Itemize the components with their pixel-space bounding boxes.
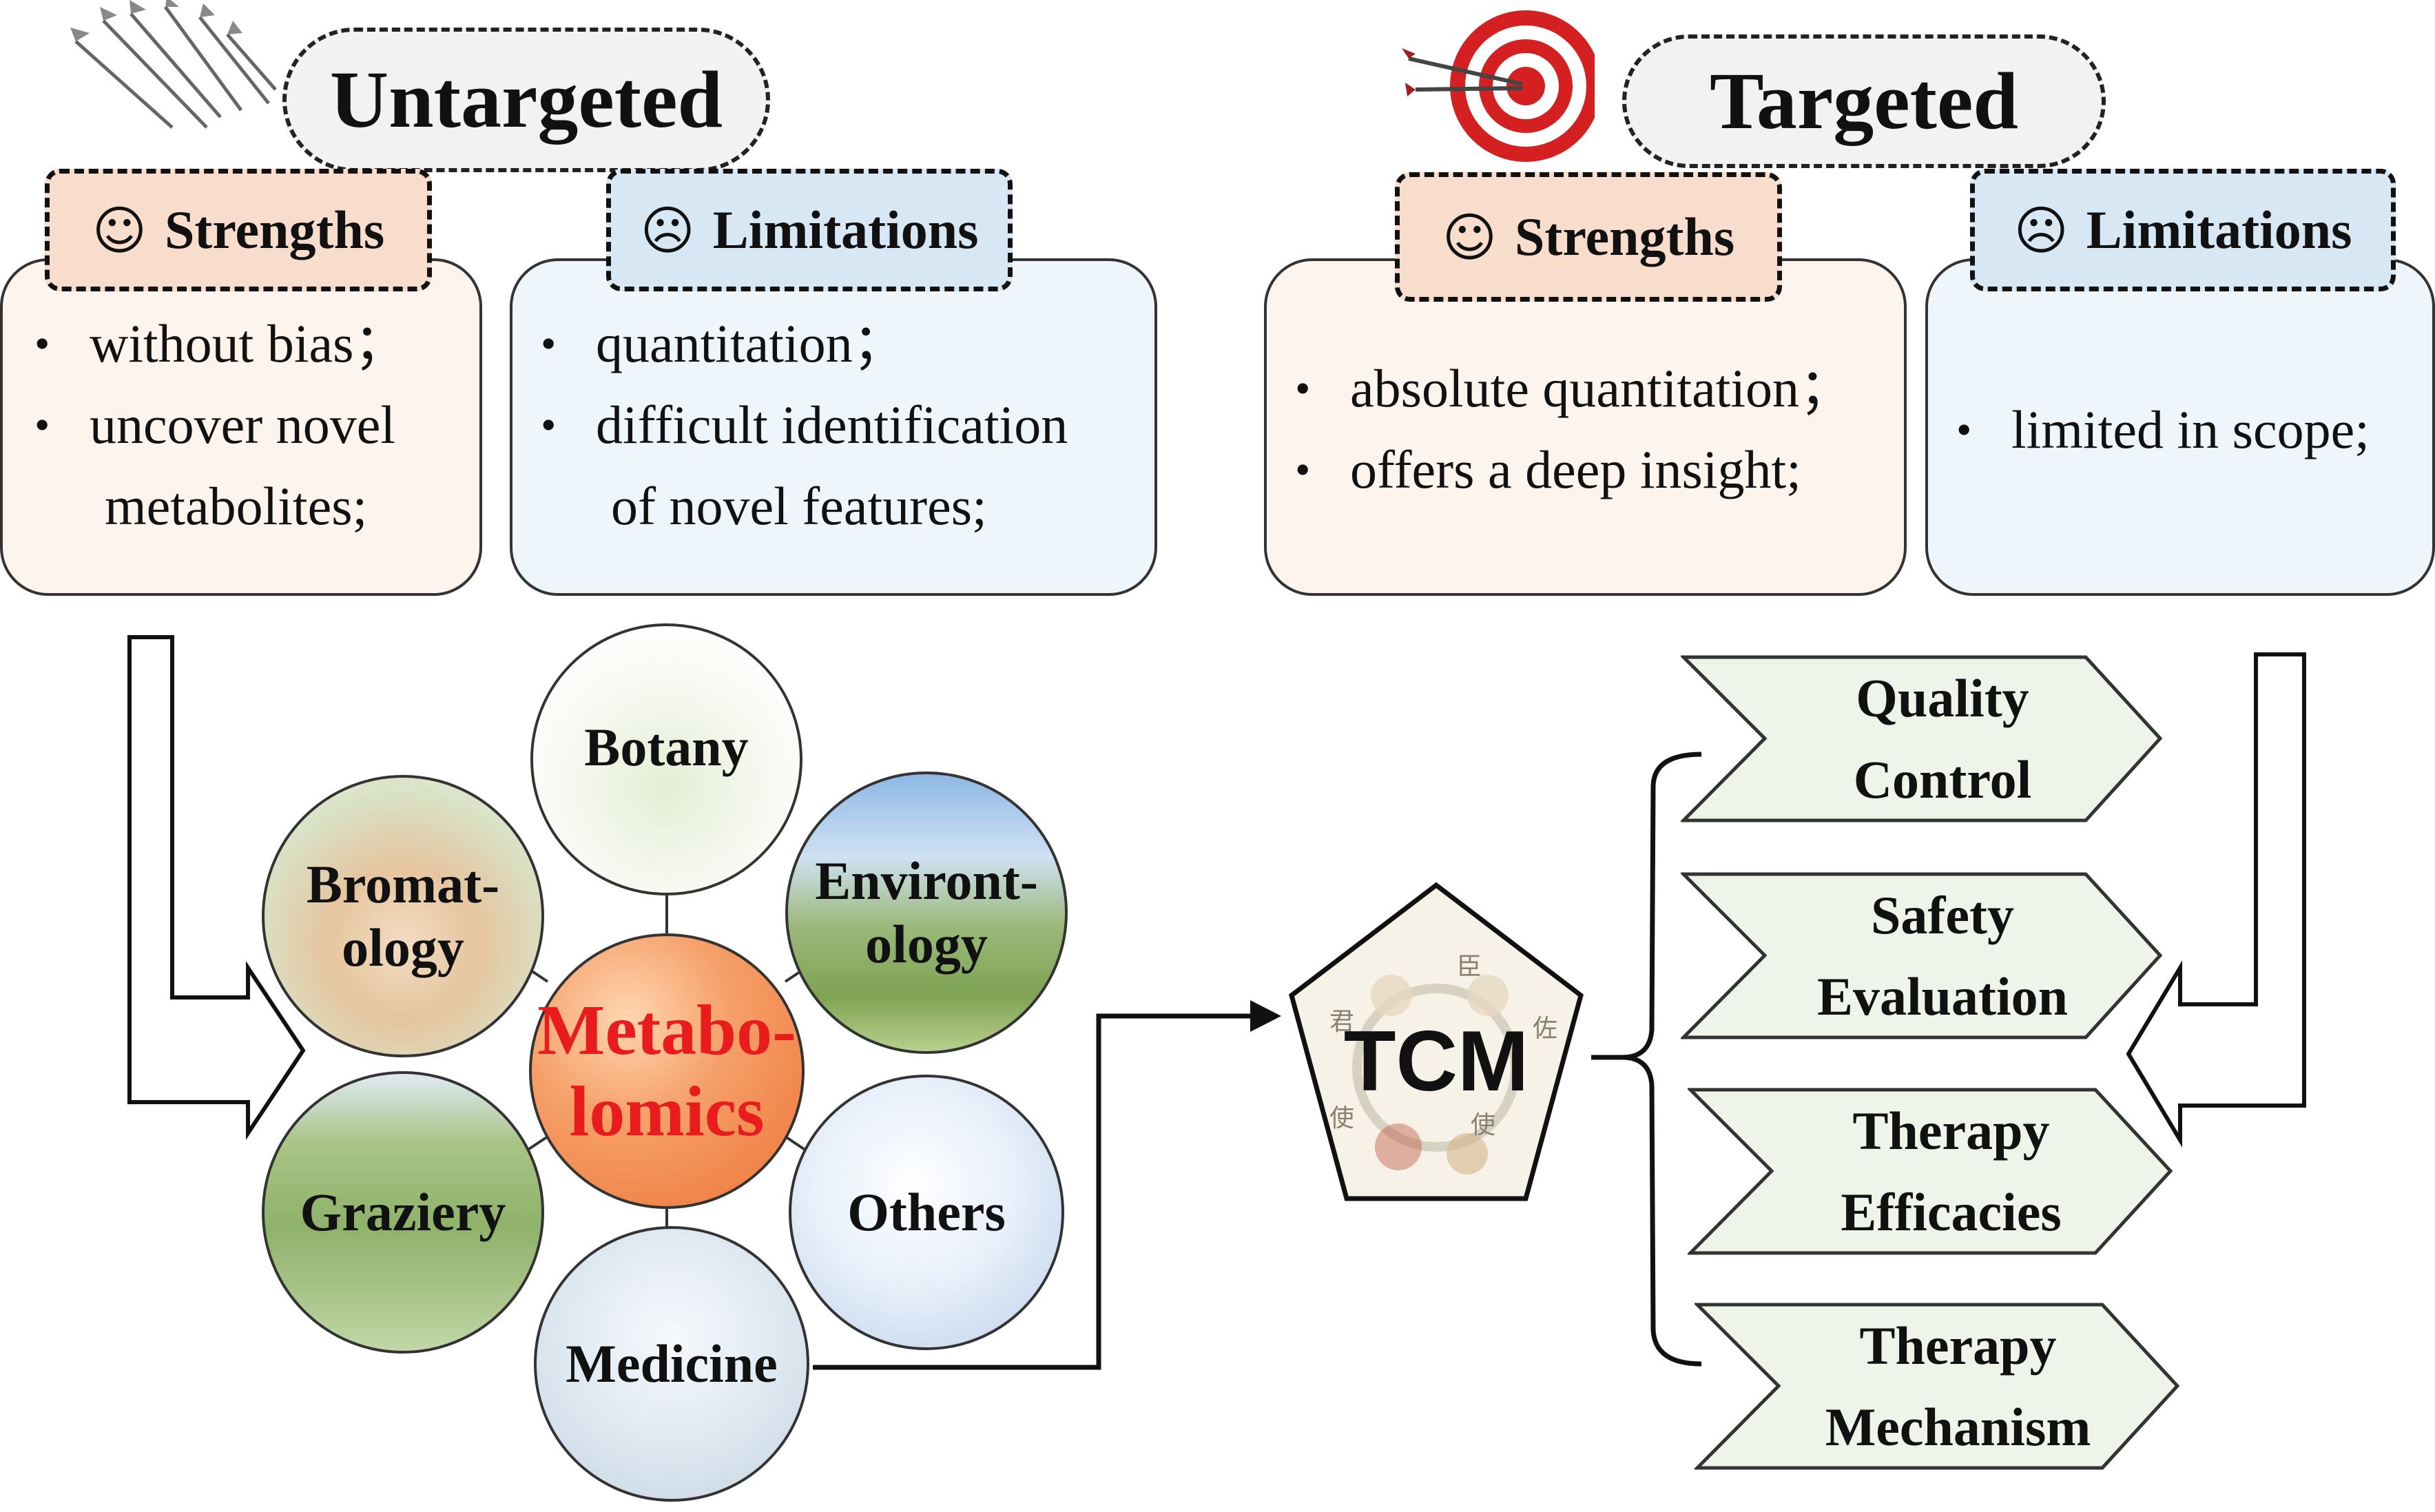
targeted-limitations-tag: ☹ Limitations [1970, 169, 2396, 291]
frown-icon: ☹ [640, 199, 695, 261]
targeted-limitations-list: limited in scope; [1949, 389, 2432, 470]
arrows-icon [70, 0, 277, 129]
field-others: Others [789, 1075, 1064, 1350]
tcm-label: TCM [1343, 1014, 1529, 1109]
untargeted-limitations-list: quantitation； difficult identificationof… [534, 303, 1154, 547]
tcm-pentagon: 君 臣 佐 使 使 [1289, 882, 1584, 1201]
tcm-glyph: 佐 [1533, 1015, 1557, 1043]
list-item: without bias； [28, 303, 475, 384]
tcm-glyph: 使 [1329, 1104, 1354, 1132]
frown-icon: ☹ [2013, 199, 2069, 261]
field-bromatology: Bromat-ology [262, 775, 544, 1057]
tcm-glyph: 臣 [1457, 953, 1482, 981]
field-medicine: Medicine [534, 1226, 809, 1502]
untargeted-strengths-tag: ☺ Strengths [45, 169, 432, 291]
targeted-title: Targeted [1622, 34, 2106, 168]
target-icon [1402, 10, 1595, 162]
list-item: quantitation； [534, 303, 1154, 384]
list-item: limited in scope; [1949, 389, 2432, 470]
tcm-glyph: 使 [1471, 1111, 1495, 1139]
targeted-strengths-tag: ☺ Strengths [1395, 172, 1782, 302]
list-item: absolute quantitation； [1288, 348, 1908, 429]
smile-icon: ☺ [92, 199, 147, 261]
targeted-strengths-list: absolute quantitation； offers a deep ins… [1288, 348, 1908, 510]
field-graziery: Graziery [262, 1071, 544, 1354]
field-environtology: Environt-ology [785, 771, 1068, 1054]
untargeted-limitations-tag: ☹ Limitations [606, 169, 1013, 291]
untargeted-title: Untargeted [282, 28, 770, 172]
untargeted-strengths-label: Strengths [164, 200, 385, 260]
smile-icon: ☺ [1442, 206, 1497, 268]
metabolomics-center: Metabo-lomics [529, 933, 805, 1209]
untargeted-limitations-label: Limitations [712, 200, 979, 260]
list-item: offers a deep insight; [1288, 429, 1908, 510]
field-botany: Botany [530, 623, 802, 895]
targeted-limitations-label: Limitations [2086, 200, 2352, 260]
targeted-strengths-label: Strengths [1514, 207, 1735, 267]
tcm-glyph: 君 [1329, 1008, 1354, 1036]
